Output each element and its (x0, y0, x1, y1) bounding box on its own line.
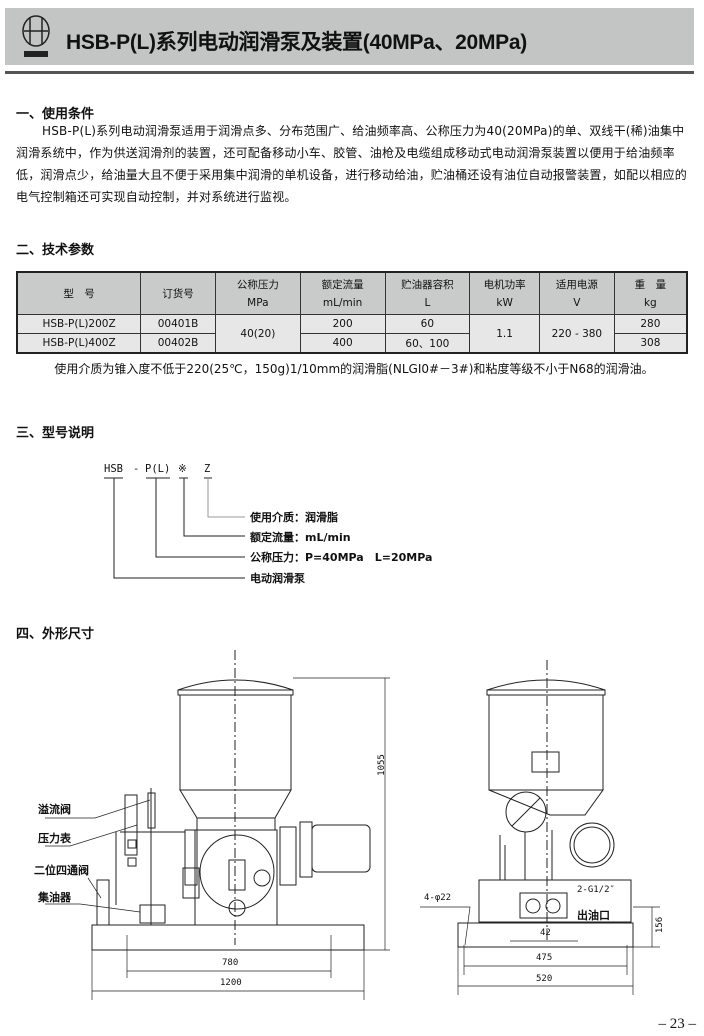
dim-156: 156 (655, 916, 666, 934)
label-oil-collector: 集油器 (38, 891, 71, 904)
explain-pump: 电动润滑泵 (250, 572, 305, 585)
explain-medium: 使用介质：润滑脂 (250, 511, 338, 524)
table-row: HSB-P(L)200Z 00401B 40(20) 200 60 1.1 22… (16, 314, 688, 354)
page-number: – 23 – (658, 1016, 697, 1032)
code-part-flow: ※ (178, 463, 187, 475)
dim-1200: 1200 (220, 978, 242, 988)
col-header: 订货号 (140, 271, 216, 315)
label-pressure-gauge: 压力表 (38, 832, 71, 845)
cell-flow: 400 (299, 333, 386, 354)
dim-780: 780 (222, 958, 239, 968)
dim-520: 520 (536, 974, 553, 984)
cell-order: 00401B (140, 314, 216, 334)
dim-42: 42 (540, 928, 551, 938)
explain-flow: 额定流量：mL/min (250, 531, 351, 544)
label-overflow-valve: 溢流阀 (38, 803, 71, 816)
cell-pressure: 40(20) (214, 314, 301, 354)
cell-volume: 60 (384, 314, 471, 334)
code-part-z: Z (204, 463, 211, 475)
label-thread: 2-G1/2″ (577, 885, 615, 895)
code-dash: - (133, 463, 140, 475)
page-title: HSB-P(L)系列电动润滑泵及装置(40MPa、20MPa) (66, 31, 527, 54)
label-mounting-holes: 4-φ22 (424, 893, 452, 903)
cell-weight: 280 (613, 314, 688, 334)
usage-paragraph: HSB-P(L)系列电动润滑泵适用于润滑点多、分布范围广、给油频率高、公称压力为… (16, 124, 688, 204)
dim-475: 475 (536, 953, 553, 963)
cell-power: 1.1 (469, 314, 540, 354)
cell-volume: 60、100 (384, 333, 471, 354)
company-logo (22, 15, 50, 57)
cell-model: HSB-P(L)200Z (16, 314, 142, 334)
code-part-pl: P(L) (145, 463, 171, 475)
section-heading-model: 三、型号说明 (16, 426, 95, 441)
title-band (5, 8, 694, 65)
section-heading-usage: 一、使用条件 (16, 107, 95, 122)
section-heading-specs: 二、技术参数 (16, 243, 95, 258)
table-row: HSB-P(L)400Z 00402B 400 60、100 308 (16, 333, 688, 354)
explain-pressure: 公称压力：P=40MPa L=20MPa (250, 551, 433, 564)
cell-model: HSB-P(L)400Z (16, 333, 142, 354)
section-heading-dimensions: 四、外形尺寸 (16, 627, 95, 642)
header-divider (5, 71, 694, 74)
label-outlet: 出油口 (577, 909, 610, 922)
code-part-hsb: HSB (104, 463, 123, 475)
label-directional-valve: 二位四通阀 (34, 864, 89, 877)
medium-note: 使用介质为锥入度不低于220(25℃，150g)1/10mm的润滑脂(NLGI0… (54, 362, 654, 376)
cell-flow: 200 (299, 314, 386, 334)
cell-voltage: 220 - 380 (538, 314, 615, 354)
cell-order: 00402B (140, 333, 216, 354)
cell-weight: 308 (613, 333, 688, 354)
